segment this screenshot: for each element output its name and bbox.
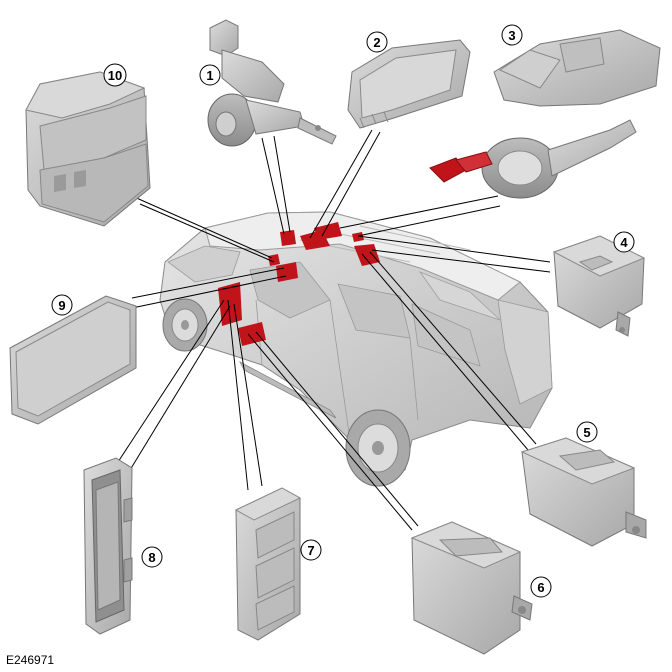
- callout-label-2: 2: [373, 35, 380, 50]
- callout-7: 7: [300, 539, 322, 561]
- callout-label-3: 3: [508, 28, 515, 43]
- figure-id: E246971: [6, 653, 55, 667]
- callouts: 1 2 3 4 5 6 7 8: [51, 24, 635, 598]
- callout-1: 1: [199, 64, 221, 86]
- vehicle: [159, 211, 553, 487]
- component-4-control-module: [552, 235, 646, 337]
- callout-2: 2: [366, 31, 388, 53]
- callout-label-1: 1: [206, 68, 213, 83]
- callout-label-9: 9: [58, 298, 65, 313]
- callout-label-7: 7: [307, 543, 314, 558]
- rear-wheel: [345, 409, 411, 487]
- component-2-instrument-cluster: [347, 39, 471, 129]
- callout-label-8: 8: [148, 550, 155, 565]
- callout-5: 5: [576, 421, 598, 443]
- callout-8: 8: [141, 546, 163, 568]
- component-10-control-module: [25, 71, 151, 227]
- callout-6: 6: [530, 576, 552, 598]
- component-9-flat-module: [9, 295, 137, 425]
- component-7-fuse-box: [234, 487, 302, 641]
- leader-lines: [117, 129, 551, 531]
- callout-label-5: 5: [583, 425, 590, 440]
- callout-4: 4: [613, 231, 635, 253]
- callout-10: 10: [103, 63, 127, 87]
- callout-label-4: 4: [620, 235, 628, 250]
- component-5-control-module: [520, 437, 647, 547]
- component-3-steering-switch: [429, 29, 661, 199]
- component-8-control-module: [83, 457, 133, 635]
- callout-9: 9: [51, 294, 73, 316]
- component-1-brake-booster: [207, 19, 337, 147]
- front-wheel: [162, 298, 208, 352]
- component-6-body-control-module: [410, 521, 533, 655]
- callout-label-6: 6: [537, 580, 544, 595]
- callout-3: 3: [501, 24, 523, 46]
- callout-label-10: 10: [108, 68, 122, 83]
